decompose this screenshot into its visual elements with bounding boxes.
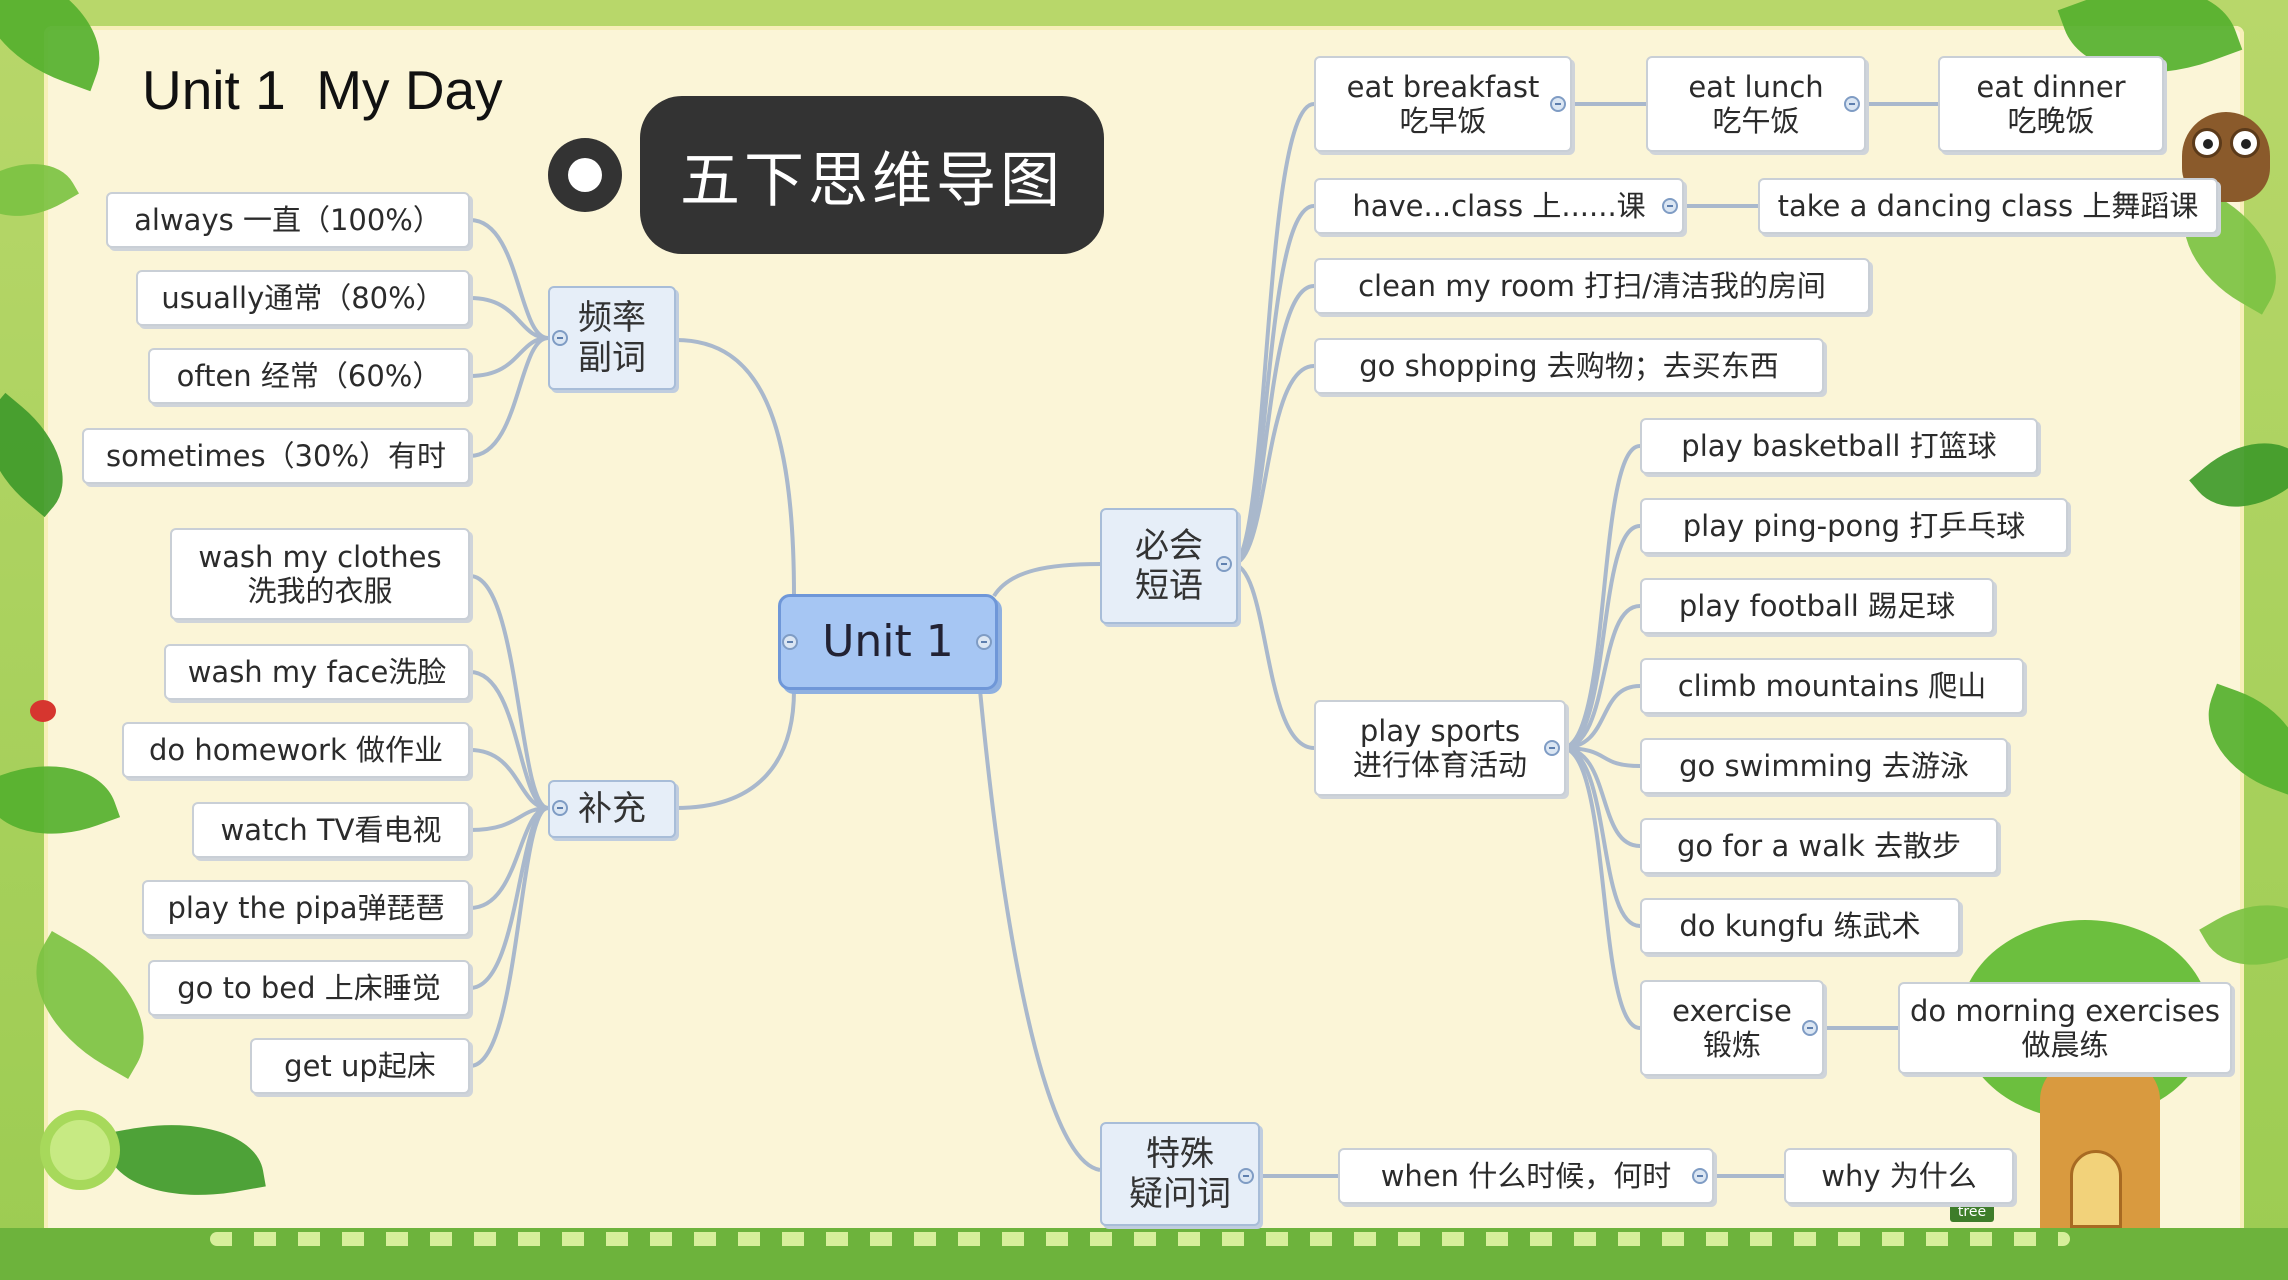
item-text-line2: 锻炼 (1702, 1028, 1761, 1062)
supplement-item-homework[interactable]: do homework 做作业 (122, 722, 470, 778)
supplement-item-wash-clothes[interactable]: wash my clothes 洗我的衣服 (170, 528, 470, 620)
dashed-path (210, 1232, 2070, 1246)
question-why[interactable]: why 为什么 (1784, 1148, 2014, 1204)
item-text-line1: eat dinner (1976, 69, 2126, 104)
sport-basketball[interactable]: play basketball 打篮球 (1640, 418, 2038, 474)
title-badge: 五下思维导图 (640, 96, 1104, 254)
collapse-toggle-icon[interactable] (1662, 198, 1678, 214)
branch-frequency-adverbs[interactable]: 频率 副词 (548, 286, 676, 390)
supplement-item-wash-face[interactable]: wash my face洗脸 (164, 644, 470, 700)
item-text-line2: 吃午饭 (1712, 104, 1800, 138)
phrase-have-class[interactable]: have...class 上......课 (1314, 178, 1684, 234)
supplement-item-watch-tv[interactable]: watch TV看电视 (192, 802, 470, 858)
collapse-toggle-icon[interactable] (1844, 96, 1860, 112)
supplement-item-go-to-bed[interactable]: go to bed 上床睡觉 (148, 960, 470, 1016)
sport-kungfu[interactable]: do kungfu 练武术 (1640, 898, 1960, 954)
item-text-line1: play sports (1359, 713, 1521, 748)
collapse-toggle-icon[interactable] (1802, 1020, 1818, 1036)
collapse-toggle-icon[interactable] (1216, 556, 1232, 572)
branch-label-line2: 副词 (578, 338, 646, 378)
tree-sign: tree (1950, 1202, 1994, 1222)
branch-label-line2: 短语 (1135, 566, 1203, 606)
branch-supplement[interactable]: 补充 (548, 780, 676, 838)
question-when[interactable]: when 什么时候，何时 (1338, 1148, 1714, 1204)
phrase-play-sports[interactable]: play sports 进行体育活动 (1314, 700, 1566, 796)
collapse-toggle-icon[interactable] (1238, 1168, 1254, 1184)
sport-climb-mountains[interactable]: climb mountains 爬山 (1640, 658, 2024, 714)
radio-dot-icon (548, 138, 622, 212)
frequency-item-always[interactable]: always 一直（100%） (106, 192, 470, 248)
phrase-eat-breakfast[interactable]: eat breakfast 吃早饭 (1314, 56, 1572, 152)
tree-door (2070, 1150, 2122, 1228)
frequency-item-usually[interactable]: usually通常（80%） (136, 270, 470, 326)
phrase-dancing-class[interactable]: take a dancing class 上舞蹈课 (1758, 178, 2218, 234)
branch-label-line2: 疑问词 (1129, 1174, 1231, 1214)
item-text-line1: exercise (1672, 993, 1792, 1028)
collapse-toggle-icon[interactable] (1692, 1168, 1708, 1184)
collapse-toggle-icon[interactable] (1544, 740, 1560, 756)
page-title: Unit 1 My Day (142, 59, 503, 121)
frequency-item-often[interactable]: often 经常（60%） (148, 348, 470, 404)
phrase-go-shopping[interactable]: go shopping 去购物；去买东西 (1314, 338, 1824, 394)
collapse-toggle-icon[interactable] (1550, 96, 1566, 112)
item-text-line2: 吃早饭 (1399, 104, 1487, 138)
supplement-item-pipa[interactable]: play the pipa弹琵琶 (142, 880, 470, 936)
branch-label-line1: 频率 (578, 297, 646, 338)
phrase-clean-room[interactable]: clean my room 打扫/清洁我的房间 (1314, 258, 1870, 314)
phrase-eat-dinner[interactable]: eat dinner 吃晚饭 (1938, 56, 2164, 152)
sport-swimming[interactable]: go swimming 去游泳 (1640, 738, 2008, 794)
item-text-line2: 洗我的衣服 (247, 574, 393, 608)
item-text-line1: wash my clothes (198, 539, 442, 574)
sport-ping-pong[interactable]: play ping-pong 打乒乓球 (1640, 498, 2068, 554)
item-text-line2: 进行体育活动 (1352, 748, 1527, 782)
item-text-line2: 做晨练 (2021, 1028, 2109, 1062)
sport-morning-exercises[interactable]: do morning exercises 做晨练 (1898, 982, 2232, 1074)
branch-label-line1: 必会 (1135, 525, 1203, 566)
item-text-line2: 吃晚饭 (2007, 104, 2095, 138)
item-text-line1: eat breakfast (1346, 69, 1540, 104)
sport-exercise[interactable]: exercise 锻炼 (1640, 980, 1824, 1076)
branch-key-phrases[interactable]: 必会 短语 (1100, 508, 1238, 624)
sport-go-for-walk[interactable]: go for a walk 去散步 (1640, 818, 1998, 874)
ladybug-icon (30, 700, 56, 722)
branch-question-words[interactable]: 特殊 疑问词 (1100, 1122, 1260, 1226)
phrase-eat-lunch[interactable]: eat lunch 吃午饭 (1646, 56, 1866, 152)
frequency-item-sometimes[interactable]: sometimes（30%）有时 (82, 428, 470, 484)
sport-football[interactable]: play football 踢足球 (1640, 578, 1994, 634)
item-text-line1: eat lunch (1688, 69, 1824, 104)
item-text-line1: do morning exercises (1909, 993, 2220, 1028)
supplement-item-get-up[interactable]: get up起床 (250, 1038, 470, 1094)
branch-label: 补充 (578, 788, 646, 829)
branch-label-line1: 特殊 (1146, 1133, 1214, 1174)
root-node[interactable]: Unit 1 (778, 594, 998, 690)
collapse-toggle-icon[interactable] (552, 800, 568, 816)
collapse-toggle-icon[interactable] (782, 634, 798, 650)
root-label: Unit 1 (822, 616, 954, 668)
snail-icon (40, 1110, 120, 1190)
collapse-toggle-icon[interactable] (552, 330, 568, 346)
collapse-toggle-icon[interactable] (976, 634, 992, 650)
